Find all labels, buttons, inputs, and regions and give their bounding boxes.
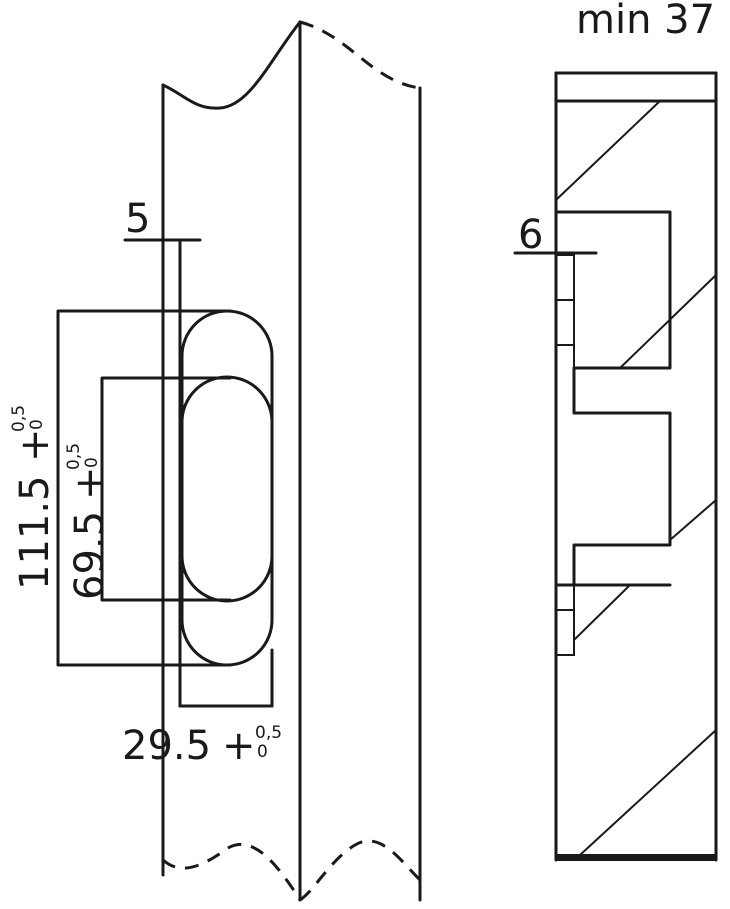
label-width-tol-lower: 0 [257, 742, 268, 762]
dim-inner-frame [100, 376, 232, 602]
hatch-line-3 [669, 499, 717, 541]
section-bottom-edge [556, 854, 716, 861]
label-height-inner-tol-lower: 0 [82, 457, 102, 468]
label-width-tol-upper: 0,5 [255, 723, 282, 743]
right-view [513, 71, 718, 862]
label-height-outer-tol-lower: 0 [27, 419, 47, 430]
label-height-inner-value: 69.5 [67, 511, 113, 600]
label-offset-5: 5 [125, 196, 150, 242]
recess-outer-slot [180, 309, 274, 667]
label-width-value: 29.5 [122, 723, 211, 769]
plate-strip-top [556, 254, 575, 368]
plate-strip-bottom [556, 585, 575, 656]
break-line-top-left [161, 20, 302, 110]
hatch-line-4 [573, 584, 631, 641]
label-height-outer-plus: + [12, 428, 58, 462]
break-line-top-right [299, 20, 421, 90]
hatch-line-2 [619, 274, 717, 369]
label-height-inner-plus: + [67, 466, 113, 500]
label-offset-6: 6 [518, 212, 543, 258]
section-pocket [554, 210, 672, 587]
label-height-outer: 111.5 + 0,5 0 [9, 405, 58, 590]
break-line-bottom-right [299, 839, 422, 902]
label-min-37: min 37 [576, 0, 715, 43]
hatch-line-1 [555, 100, 661, 201]
label-width-plus: + [222, 723, 256, 769]
label-height-inner-tol-upper: 0,5 [64, 443, 84, 470]
break-line-bottom-left [162, 843, 302, 901]
label-width: 29.5 + 0,5 0 [122, 723, 282, 769]
recess-inner-slot [180, 375, 274, 603]
hatch-line-5 [579, 729, 717, 856]
label-height-outer-tol-upper: 0,5 [9, 405, 29, 432]
label-height-outer-value: 111.5 [12, 475, 58, 590]
dim-outer-frame [56, 309, 232, 667]
left-view [56, 20, 422, 902]
label-height-inner: 69.5 + 0,5 0 [64, 443, 113, 600]
